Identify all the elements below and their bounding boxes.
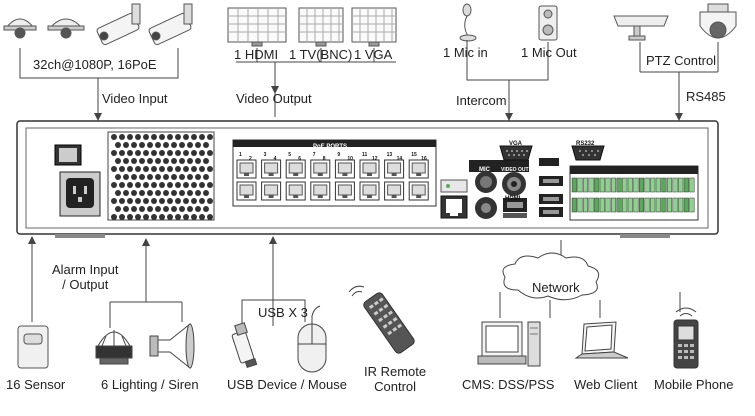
rs232-port-label: RS232	[576, 141, 595, 147]
video-output-label: Video Output	[236, 91, 312, 106]
web-client-label: Web Client	[574, 377, 638, 392]
poe-port-number: 6	[298, 156, 301, 162]
ptz-control-label: PTZ Control	[646, 53, 717, 68]
ethernet-port	[440, 179, 468, 219]
intercom-label: Intercom	[456, 93, 507, 108]
dome-camera-icon	[47, 18, 85, 39]
monitor-icon	[227, 7, 287, 47]
rs232-port	[571, 145, 605, 161]
alarm-terminal-block	[569, 165, 699, 221]
av-port-block	[469, 160, 529, 219]
power-switch	[54, 144, 82, 166]
poe-port-block	[232, 139, 437, 207]
video-input-label: Video Input	[102, 91, 168, 106]
network-cloud-icon	[502, 252, 600, 301]
mouse-icon	[297, 305, 327, 373]
hdmi-port-label: HDMI	[505, 196, 521, 202]
poe-port-number: 5	[288, 152, 291, 158]
mic-in-label: 1 Mic in	[443, 45, 488, 60]
mobile-phone-icon	[673, 307, 699, 369]
poe-ports-title: PoE PORTS	[313, 144, 348, 150]
sensor-icon	[17, 325, 49, 369]
connector-lines-top	[19, 40, 719, 121]
alarm-io-label: Alarm Input / Output	[52, 262, 119, 292]
sensor-label: 16 Sensor	[6, 377, 66, 392]
usb-x3-label: USB X 3	[258, 305, 308, 320]
remote-control-icon	[348, 285, 415, 354]
mobile-phone-label: Mobile Phone	[654, 377, 734, 392]
vga-port	[499, 145, 533, 161]
poe-port-number: 2	[249, 156, 252, 162]
usb-stick-icon	[231, 322, 258, 369]
power-inlet	[59, 171, 101, 217]
poe-port-number: 15	[411, 152, 417, 158]
poe-port-number: 7	[312, 152, 316, 158]
fan-grille	[107, 131, 215, 221]
microphone-icon	[459, 3, 477, 42]
camera-spec-label: 32ch@1080P, 16PoE	[33, 57, 157, 72]
poe-port-number: 8	[322, 156, 326, 162]
connector-lines-bottom	[28, 236, 681, 328]
poe-port-number: 16	[421, 156, 427, 162]
bullet-camera-icon	[96, 3, 141, 46]
usb-ports	[539, 158, 563, 217]
video-out-port-label: VIDEO OUT	[501, 167, 529, 173]
lighting-icon	[95, 330, 133, 365]
usb-device-mouse-label: USB Device / Mouse	[227, 377, 347, 392]
network-label: Network	[532, 280, 580, 295]
dome-camera-icon	[3, 18, 37, 39]
poe-port-number: 11	[362, 152, 368, 158]
lighting-siren-label: 6 Lighting / Siren	[101, 377, 199, 392]
mic-port-label: MIC	[479, 167, 490, 173]
ptz-keyboard-icon	[613, 15, 669, 41]
poe-port-number: 14	[396, 156, 403, 162]
poe-port-number: 3	[263, 152, 267, 158]
hdmi-monitor-label: 1 HDMI	[234, 47, 279, 62]
vga-port-label: VGA	[509, 141, 523, 147]
laptop-icon	[574, 321, 629, 359]
siren-icon	[149, 322, 195, 370]
cms-label: CMS: DSS/PSS	[462, 377, 555, 392]
mic-out-label: 1 Mic Out	[521, 45, 577, 60]
monitor-icon	[351, 7, 397, 47]
poe-port-number: 13	[386, 152, 393, 158]
tv-bnc-monitor-label: 1 TV(BNC)	[289, 47, 353, 62]
desktop-computer-icon	[477, 321, 541, 367]
ptz-camera-icon	[699, 3, 737, 39]
rs485-label: RS485	[686, 89, 726, 104]
monitor-icon	[298, 7, 344, 47]
speaker-icon	[538, 5, 558, 41]
poe-port-number: 9	[337, 152, 341, 158]
ir-remote-label: IR Remote Control	[364, 364, 427, 394]
poe-port-number: 4	[273, 156, 277, 162]
vga-monitor-label: 1 VGA	[354, 47, 393, 62]
bullet-camera-icon	[148, 3, 193, 46]
poe-port-number: 1	[239, 152, 242, 158]
poe-port-number: 12	[372, 156, 378, 162]
poe-port-number: 10	[347, 156, 353, 162]
